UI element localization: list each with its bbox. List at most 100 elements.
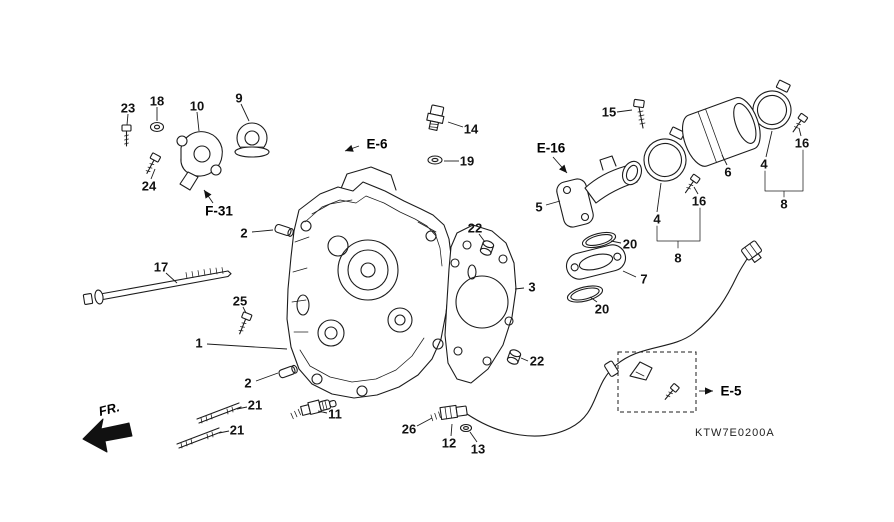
- callout-4: 4: [760, 157, 768, 172]
- wire-grommet-art: [604, 360, 619, 377]
- callout-6: 6: [724, 165, 731, 180]
- callout-10: 10: [190, 99, 204, 114]
- callout-4: 4: [653, 212, 661, 227]
- fr-direction-label: FR.: [97, 399, 121, 419]
- leader-line: [469, 431, 478, 443]
- thermostat-cover-art: [176, 131, 223, 191]
- callout-11: 11: [328, 407, 342, 422]
- callout-16: 16: [795, 136, 809, 151]
- leader-line: [478, 233, 486, 243]
- bolt-16-right-art: [792, 112, 809, 133]
- callout-16: 16: [692, 194, 706, 209]
- callout-3: 3: [528, 280, 535, 295]
- leader-arrowhead: [559, 164, 567, 173]
- callout-24: 24: [142, 179, 157, 194]
- leader-line: [126, 113, 129, 126]
- bolt-24-art: [145, 152, 161, 174]
- leader-line: [150, 168, 156, 180]
- callout-22: 22: [468, 221, 482, 236]
- leader-line: [622, 270, 637, 278]
- washer-18-art: [149, 121, 165, 133]
- thermo-sensor-art: [430, 404, 468, 422]
- leader-line: [765, 130, 773, 158]
- callout-21: 21: [248, 398, 262, 413]
- wire-clamp-art: [629, 361, 653, 381]
- leader-line: [165, 272, 178, 284]
- leader-line: [240, 103, 250, 122]
- cylinder-head-art: [286, 166, 453, 399]
- intake-manifold-art: [556, 155, 643, 228]
- stud-21-lower-art: [176, 427, 222, 449]
- callout-7: 7: [640, 272, 647, 287]
- leader-line: [656, 182, 662, 213]
- leader-line: [616, 109, 633, 113]
- callout-5: 5: [535, 200, 542, 215]
- wire-connector-art: [741, 240, 762, 263]
- head-gasket-art: [444, 224, 517, 384]
- leader-line: [416, 417, 433, 427]
- leader-line: [206, 343, 288, 350]
- sensor-14-art: [426, 104, 445, 131]
- callout-19: 19: [460, 154, 474, 169]
- dowel-pin-lower-art: [278, 364, 298, 379]
- callout-2: 2: [240, 226, 247, 241]
- callout-25: 25: [233, 294, 247, 309]
- callout-20: 20: [595, 302, 609, 317]
- spark-plug-art: [290, 399, 337, 420]
- leader-arrowhead: [705, 387, 713, 395]
- e5-detail-box: [617, 351, 697, 413]
- ref-label-e-6: E-6: [366, 137, 388, 152]
- o-ring-lower-art: [566, 285, 604, 303]
- callout-8: 8: [674, 251, 681, 266]
- leader-line: [545, 200, 561, 206]
- callout-8: 8: [780, 197, 787, 212]
- cap-22-lower-art: [506, 349, 522, 365]
- callout-9: 9: [235, 91, 242, 106]
- leader-line: [236, 406, 248, 410]
- leader-arrowhead: [345, 144, 354, 152]
- leader-line: [693, 186, 699, 195]
- leader-line: [450, 423, 453, 437]
- group-bracket-left: [656, 207, 701, 249]
- callout-22: 22: [530, 354, 544, 369]
- callout-18: 18: [150, 94, 164, 109]
- o-ring-upper-art: [581, 231, 617, 249]
- leader-arrowhead: [204, 190, 212, 199]
- callout-23: 23: [121, 101, 135, 116]
- leader-line: [520, 357, 529, 362]
- stud-21-upper-art: [196, 402, 242, 424]
- callout-14: 14: [464, 122, 479, 137]
- leader-line: [218, 430, 230, 434]
- bolt-23-art: [121, 124, 132, 147]
- leader-line: [251, 229, 274, 233]
- washer-19-art: [427, 155, 443, 165]
- leader-line: [447, 121, 464, 128]
- band-clamp-left-art: [643, 126, 687, 182]
- diagram-code: KTW7E0200A: [695, 427, 775, 439]
- callout-12: 12: [442, 436, 456, 451]
- leader-line: [721, 154, 728, 166]
- callout-2: 2: [244, 376, 251, 391]
- callout-26: 26: [402, 422, 416, 437]
- callout-20: 20: [623, 237, 637, 252]
- ref-label-e-5: E-5: [720, 384, 742, 399]
- insulator-art: [565, 244, 627, 280]
- cap-22-upper-art: [479, 240, 495, 256]
- leader-line: [196, 111, 200, 132]
- clamp-bolt-art: [664, 383, 680, 400]
- dowel-pin-upper-art: [274, 223, 294, 237]
- leader-line: [242, 306, 247, 314]
- callout-21: 21: [230, 423, 244, 438]
- leader-line: [317, 410, 328, 414]
- leader-line: [798, 127, 802, 137]
- bolt-16-left-art: [684, 173, 701, 194]
- leader-line: [610, 240, 622, 244]
- thermostat-art: [234, 122, 270, 158]
- intake-duct-art: [681, 97, 761, 167]
- bolt-25-art: [238, 311, 253, 335]
- long-bolt-17-art: [82, 267, 232, 305]
- callout-17: 17: [154, 260, 168, 275]
